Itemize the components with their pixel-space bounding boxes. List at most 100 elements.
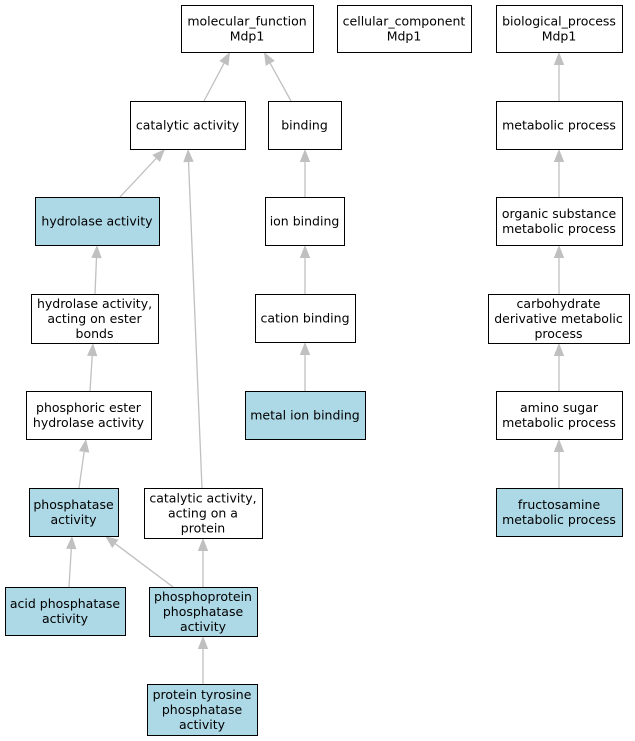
node-label-line: bonds (76, 326, 114, 341)
node-label-line: organic substance (502, 206, 617, 221)
node-label-line: activity (50, 512, 97, 527)
edge-acid-phosphatase-activity-to-phosphatase-activity (66, 536, 77, 588)
node-box (181, 5, 314, 53)
arrow-head-icon (66, 536, 77, 550)
arrow-head-icon (183, 149, 194, 163)
node-box (35, 197, 160, 246)
node-label-line: Mdp1 (542, 29, 577, 44)
node-box (149, 587, 258, 637)
node-label-line: Mdp1 (230, 29, 265, 44)
node-label-line: metabolic process (502, 221, 616, 236)
arrow-head-icon (152, 149, 165, 162)
node-binding[interactable]: binding (268, 101, 342, 150)
edge-line (203, 63, 225, 102)
node-label-line: metabolic process (502, 415, 616, 430)
edge-line (78, 451, 85, 489)
node-label-line: amino sugar (520, 400, 599, 415)
arrow-head-icon (219, 52, 230, 66)
node-box (496, 101, 623, 150)
arrow-head-icon (87, 343, 98, 357)
node-label-line: fructosamine (518, 497, 601, 512)
arrow-head-icon (553, 245, 565, 258)
node-hydrolase-activity[interactable]: hydrolase activity (35, 197, 160, 246)
edge-phosphoprotein-phosphatase-activity-to-catalytic-activity-protein (197, 538, 209, 587)
edge-line (68, 548, 72, 588)
node-label-line: biological_process (502, 13, 616, 28)
node-label-line: cellular_component (343, 13, 466, 28)
arrow-head-icon (553, 52, 565, 65)
node-box (488, 294, 630, 344)
node-label-line: acting on ester (47, 311, 142, 326)
node-label-line: binding (281, 118, 328, 133)
edge-line (187, 161, 203, 489)
arrow-head-icon (79, 439, 90, 453)
node-metabolic-process[interactable]: metabolic process (496, 101, 623, 150)
node-label-line: acting on a (168, 506, 238, 521)
node-label-line: activity (42, 611, 89, 626)
node-catalytic-activity[interactable]: catalytic activity (130, 101, 246, 150)
edge-organic-substance-metabolic-process-to-metabolic-process (553, 149, 565, 197)
edge-hydrolase-activity-ester-to-hydrolase-activity (91, 245, 102, 295)
node-box (29, 488, 119, 537)
edge-catalytic-activity-protein-to-catalytic-activity (183, 149, 203, 489)
node-cation-binding[interactable]: cation binding (255, 294, 356, 343)
node-box (5, 587, 126, 636)
node-label-line: phosphoprotein (154, 589, 252, 604)
node-box (144, 488, 263, 539)
edge-catalytic-activity-to-molecular-function (203, 52, 230, 102)
arrow-head-icon (553, 439, 565, 452)
node-label-line: Mdp1 (387, 29, 422, 44)
node-box (255, 294, 356, 343)
node-box (265, 197, 345, 246)
node-metal-ion-binding[interactable]: metal ion binding (245, 391, 366, 440)
node-label-line: protein tyrosine (153, 687, 252, 702)
edge-line (115, 543, 174, 588)
node-box (130, 101, 246, 150)
edge-line (94, 257, 98, 295)
edge-metabolic-process-to-biological-process (553, 52, 565, 101)
node-label-line: catalytic activity (136, 118, 240, 133)
edge-phosphoric-ester-hydrolase-activity-to-hydrolase-activity-ester (87, 343, 98, 392)
arrow-head-icon (299, 149, 311, 162)
node-label-line: acid phosphatase (10, 596, 121, 611)
node-label-line: metabolic process (502, 512, 616, 527)
node-box (496, 5, 623, 53)
edge-line (119, 158, 157, 198)
arrow-head-icon (105, 536, 119, 548)
node-label-line: protein (181, 521, 225, 536)
arrow-head-icon (299, 342, 311, 355)
node-label-line: ion binding (270, 214, 340, 229)
node-label-line: derivative metabolic (494, 311, 623, 326)
node-box (245, 391, 366, 440)
edges-layer (66, 52, 565, 684)
node-box (26, 391, 152, 440)
edge-protein-tyrosine-phosphatase-activity-to-phosphoprotein-phosphatase-activity (197, 636, 209, 684)
arrow-head-icon (553, 149, 565, 162)
node-ion-binding[interactable]: ion binding (265, 197, 345, 246)
node-box (496, 391, 623, 440)
node-label-line: process (534, 326, 582, 341)
node-label-line: metabolic process (502, 118, 616, 133)
edge-ion-binding-to-binding (299, 149, 311, 197)
node-box (496, 488, 623, 537)
node-label-line: hydrolase activity (33, 415, 145, 430)
edge-fructosamine-metabolic-process-to-amino-sugar-metabolic-process (553, 439, 565, 488)
edge-hydrolase-activity-to-catalytic-activity (119, 149, 165, 198)
arrow-head-icon (91, 245, 102, 259)
